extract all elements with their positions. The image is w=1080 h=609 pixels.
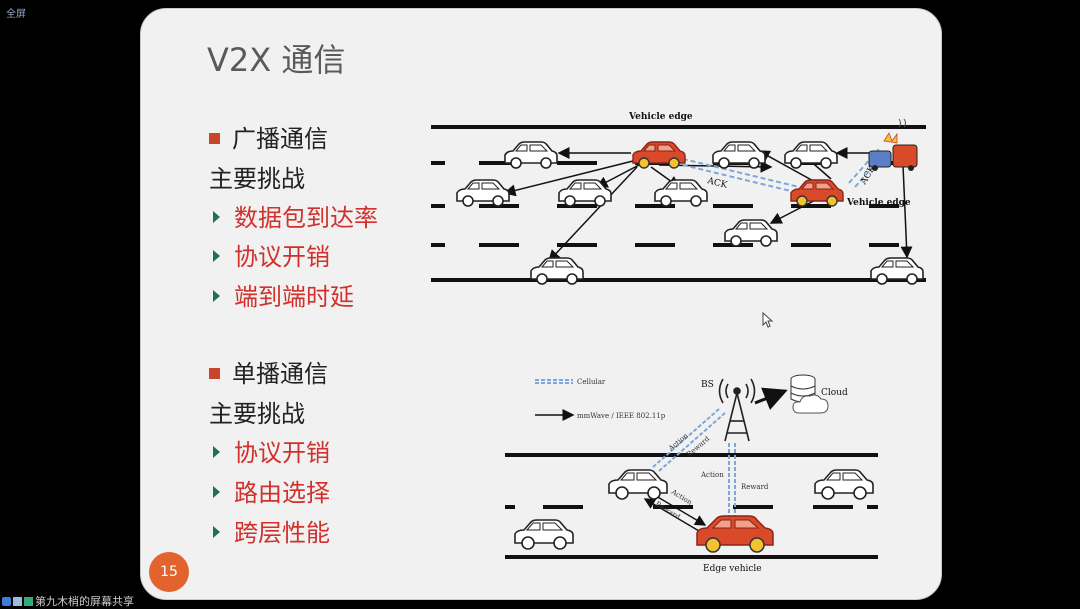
broadcast-item: 数据包到达率 xyxy=(213,198,378,233)
chat-icon xyxy=(13,596,22,606)
bs-to-cloud-arrow xyxy=(754,387,788,410)
screen-share-label: 第九木梢的屏幕共享 xyxy=(35,595,134,608)
broadcast-item: 协议开销 xyxy=(213,237,330,272)
bullet-square-icon xyxy=(209,133,220,144)
action-label: Action xyxy=(666,431,690,453)
cloud-server-icon xyxy=(790,374,829,414)
bullet-arrow-icon xyxy=(213,526,220,538)
car-icon xyxy=(504,141,558,169)
broadcast-challenges-label: 主要挑战 xyxy=(209,165,305,193)
car-icon xyxy=(654,179,708,207)
car-icon xyxy=(456,179,510,207)
bs-label: BS xyxy=(701,380,714,390)
road-edge-line xyxy=(431,278,926,282)
unicast-challenges-label: 主要挑战 xyxy=(209,400,305,428)
bullet-arrow-icon xyxy=(213,211,220,223)
car-icon xyxy=(724,219,778,247)
road-edge-line xyxy=(431,125,926,129)
vehicle-edge-label: Vehicle edge xyxy=(628,112,693,122)
action-label: Action xyxy=(669,487,694,507)
edge-vehicle-car-icon xyxy=(696,515,774,553)
lane-dashes xyxy=(505,505,878,509)
presentation-slide: V2X 通信 广播通信 主要挑战 数据包到达率 协议开销 端到端时延 单播通信 … xyxy=(140,8,942,600)
broadcast-heading-row: 广播通信 xyxy=(209,119,328,154)
unicast-heading: 单播通信 xyxy=(232,360,328,388)
mmwave-arrows xyxy=(643,492,707,532)
bullet-arrow-icon xyxy=(213,250,220,262)
legend-mmwave-label: mmWave / IEEE 802.11p xyxy=(577,412,666,420)
bullet-arrow-icon xyxy=(213,290,220,302)
vehicle-edge-car-icon xyxy=(790,179,844,207)
base-station-icon xyxy=(718,378,756,442)
action-label: Action xyxy=(700,471,724,479)
unicast-diagram: Cellular mmWave / IEEE 802.11p BS Cloud xyxy=(505,374,878,574)
cellular-links xyxy=(652,408,736,517)
bullet-arrow-icon xyxy=(213,486,220,498)
broadcast-item: 端到端时延 xyxy=(213,277,354,312)
slide-title: V2X 通信 xyxy=(207,41,346,79)
ack-label: ACK xyxy=(705,176,728,191)
ack-links xyxy=(674,148,886,194)
road-edge-line xyxy=(505,453,878,457)
cloud-label: Cloud xyxy=(821,388,848,398)
unicast-heading-row: 单播通信 xyxy=(209,354,328,389)
vehicle-edge-label: Vehicle edge xyxy=(846,198,911,208)
download-icon xyxy=(24,596,33,606)
unicast-item: 跨层性能 xyxy=(213,513,330,548)
reward-label: Reward xyxy=(741,483,769,491)
page-number-badge: 15 xyxy=(149,552,189,592)
road-edge-line xyxy=(505,555,878,559)
bullet-arrow-icon xyxy=(213,446,220,458)
edge-vehicle-label: Edge vehicle xyxy=(703,564,762,574)
mouse-cursor-icon xyxy=(762,311,774,332)
unicast-item: 协议开销 xyxy=(213,433,330,468)
car-icon xyxy=(514,519,574,550)
fullscreen-label[interactable]: 全屏 xyxy=(6,9,26,20)
crash-icon xyxy=(868,118,918,171)
car-icon xyxy=(814,469,874,500)
unicast-item: 路由选择 xyxy=(213,473,330,508)
screen-share-bar[interactable]: 第九木梢的屏幕共享 xyxy=(0,594,134,608)
user-icon xyxy=(2,596,11,606)
bullet-square-icon xyxy=(209,368,220,379)
car-icon xyxy=(608,469,668,500)
legend-cellular-label: Cellular xyxy=(577,378,606,386)
legend: Cellular mmWave / IEEE 802.11p xyxy=(535,378,666,421)
broadcast-diagram: Vehicle edge Vehicle edge ACK ACK xyxy=(431,112,926,285)
broadcast-heading: 广播通信 xyxy=(232,125,328,153)
